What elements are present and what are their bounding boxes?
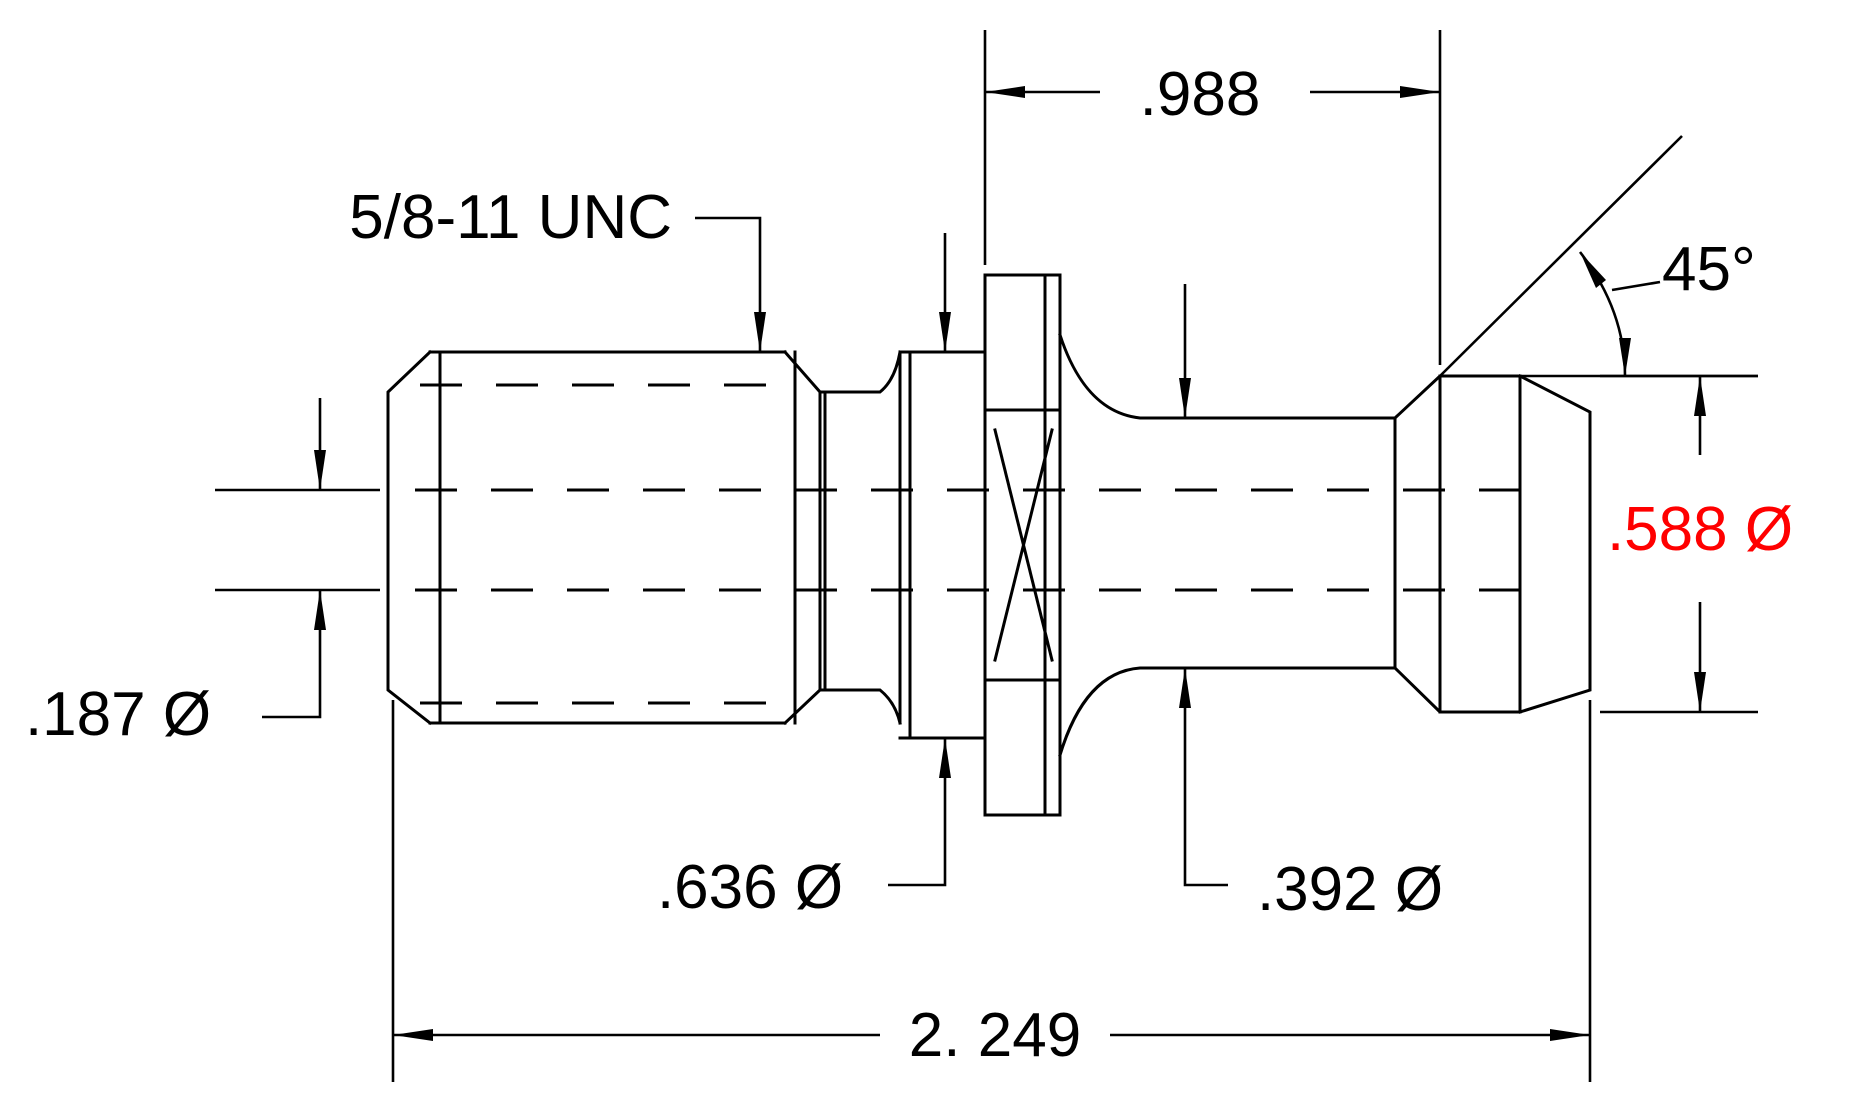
dimension-bore-diameter: .187 Ø <box>25 398 380 749</box>
angle-label: 45° <box>1662 235 1756 304</box>
head <box>1392 373 1592 714</box>
dimension-overall-length: 2. 249 <box>391 700 1592 1082</box>
hex-flange <box>983 273 1062 817</box>
dimension-head-diameter: .588 Ø <box>1600 374 1793 714</box>
flange-offset-label: .988 <box>1140 60 1261 129</box>
dimension-angle: 45° <box>1439 135 1758 378</box>
dimension-flange-offset: .988 <box>983 30 1442 365</box>
bore-diameter-label: .187 Ø <box>25 680 211 749</box>
relief-groove <box>818 350 902 725</box>
neck <box>1058 333 1397 757</box>
threaded-section <box>386 349 822 726</box>
thread-label: 5/8-11 UNC <box>349 183 672 252</box>
dimension-collar-diameter: .636 Ø <box>657 233 951 922</box>
thread-callout: 5/8-11 UNC <box>349 183 766 352</box>
neck-diameter-label: .392 Ø <box>1257 855 1443 924</box>
hidden-lines <box>415 383 1530 705</box>
collar-diameter-label: .636 Ø <box>657 853 843 922</box>
overall-length-label: 2. 249 <box>909 1001 1081 1070</box>
collar <box>898 350 987 740</box>
part-outline <box>386 273 1592 817</box>
dimension-neck-diameter: .392 Ø <box>1179 284 1443 924</box>
head-diameter-label: .588 Ø <box>1607 495 1793 564</box>
